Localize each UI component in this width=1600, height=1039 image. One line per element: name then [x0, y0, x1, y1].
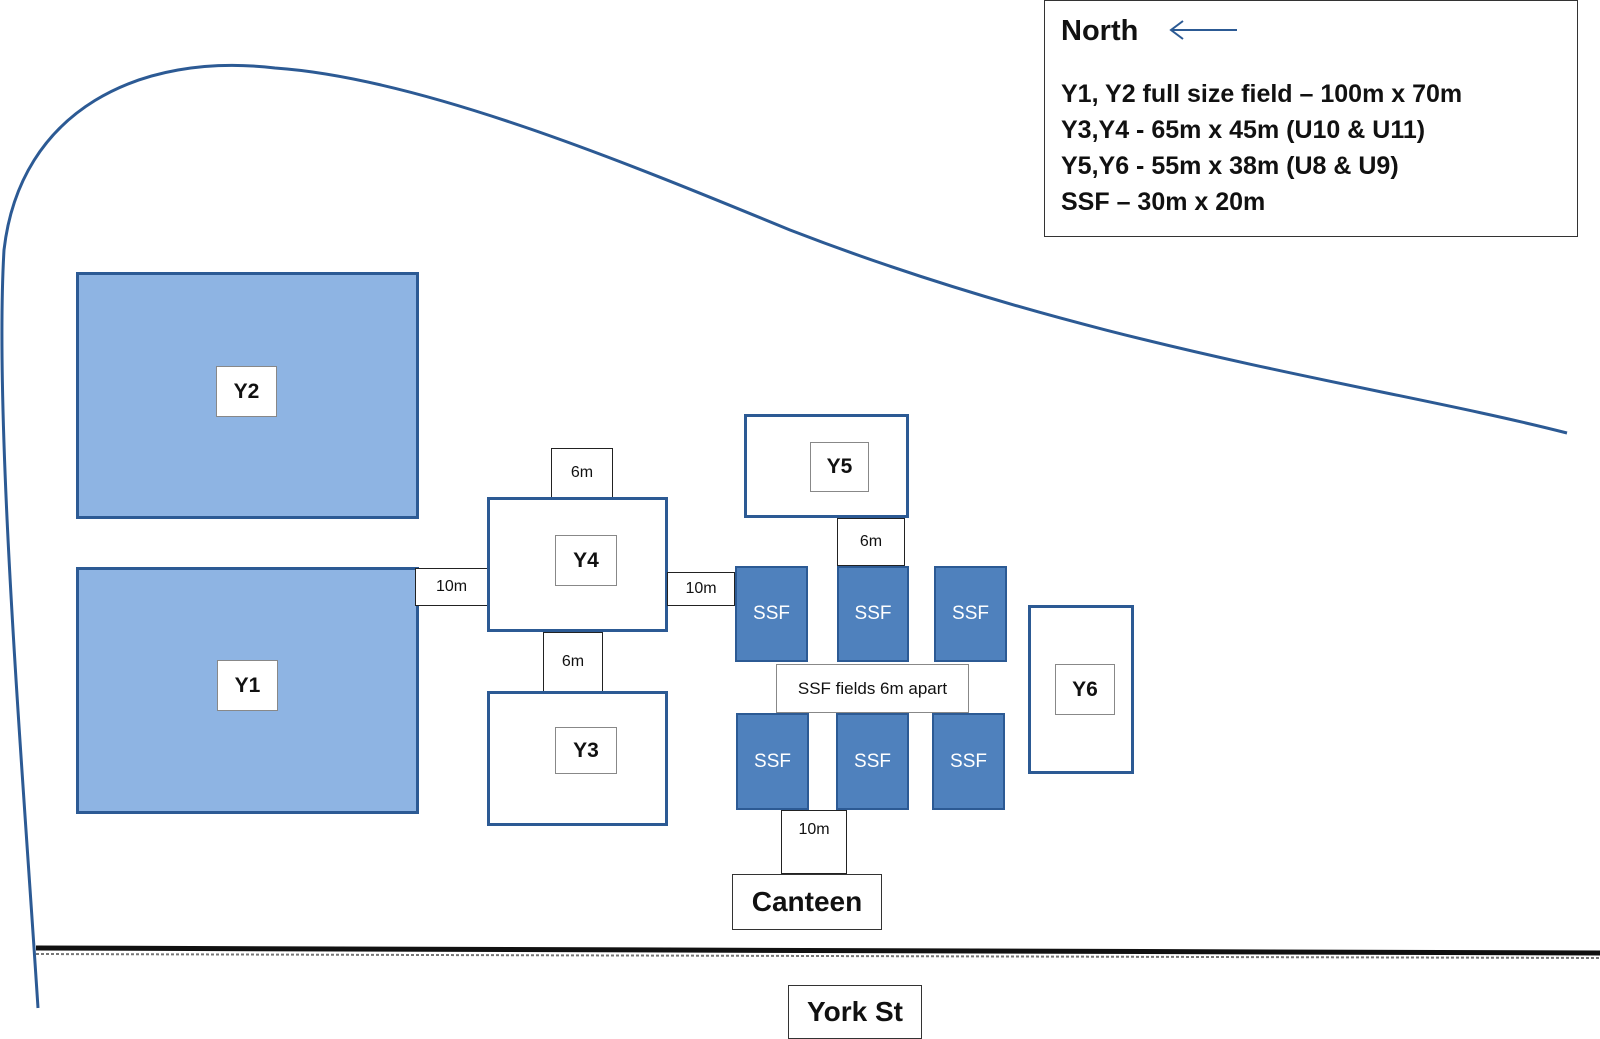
gap-y1-y4: 10m [415, 568, 488, 606]
field-y2-label: Y2 [216, 366, 277, 417]
legend-box: North Y1, Y2 full size field – 100m x 70… [1044, 0, 1578, 237]
field-y5: Y5 [744, 414, 909, 518]
site-boundary-curve [0, 63, 1568, 1009]
field-y3-label: Y3 [555, 727, 617, 774]
ssf-field-label: SSF [854, 750, 891, 772]
street-line-shadow [35, 953, 1600, 959]
street-label-york-st: York St [788, 985, 922, 1039]
field-y3: Y3 [487, 691, 668, 826]
legend-line-y3-y4: Y3,Y4 - 65m x 45m (U10 & U11) [1061, 116, 1426, 144]
gap-y5-bottom: 6m [837, 518, 905, 566]
gap-y4-bottom: 6m [543, 632, 603, 692]
field-y5-label: Y5 [810, 442, 869, 492]
ssf-field: SSF [934, 566, 1007, 662]
legend-line-ssf: SSF – 30m x 20m [1061, 188, 1266, 216]
field-y6-label: Y6 [1055, 664, 1115, 715]
north-label: North [1061, 15, 1139, 47]
field-y4-label: Y4 [555, 535, 617, 586]
ssf-field: SSF [736, 713, 809, 810]
ssf-field-label: SSF [950, 750, 987, 772]
ssf-field-label: SSF [754, 750, 791, 772]
legend-line-y5-y6: Y5,Y6 - 55m x 38m (U8 & U9) [1061, 152, 1399, 180]
field-y6: Y6 [1028, 605, 1134, 774]
ssf-field: SSF [836, 713, 909, 810]
gap-ssf-canteen: 10m [781, 810, 847, 874]
street-line [35, 945, 1600, 956]
ssf-field-label: SSF [753, 603, 790, 624]
field-y4: Y4 [487, 497, 668, 632]
ssf-field-label: SSF [854, 603, 892, 624]
ssf-spacing-note: SSF fields 6m apart [776, 664, 969, 713]
north-arrow-icon [1169, 20, 1237, 40]
ssf-field: SSF [735, 566, 808, 662]
ssf-field: SSF [932, 713, 1005, 810]
field-y1: Y1 [76, 567, 419, 814]
ssf-field: SSF [837, 566, 909, 662]
gap-y4-top: 6m [551, 448, 613, 498]
field-y2: Y2 [76, 272, 419, 519]
canteen-box: Canteen [732, 874, 882, 930]
legend-line-full-size: Y1, Y2 full size field – 100m x 70m [1061, 80, 1463, 108]
gap-y4-ssf: 10m [667, 572, 735, 606]
ssf-field-label: SSF [952, 603, 989, 624]
field-y1-label: Y1 [217, 660, 278, 711]
